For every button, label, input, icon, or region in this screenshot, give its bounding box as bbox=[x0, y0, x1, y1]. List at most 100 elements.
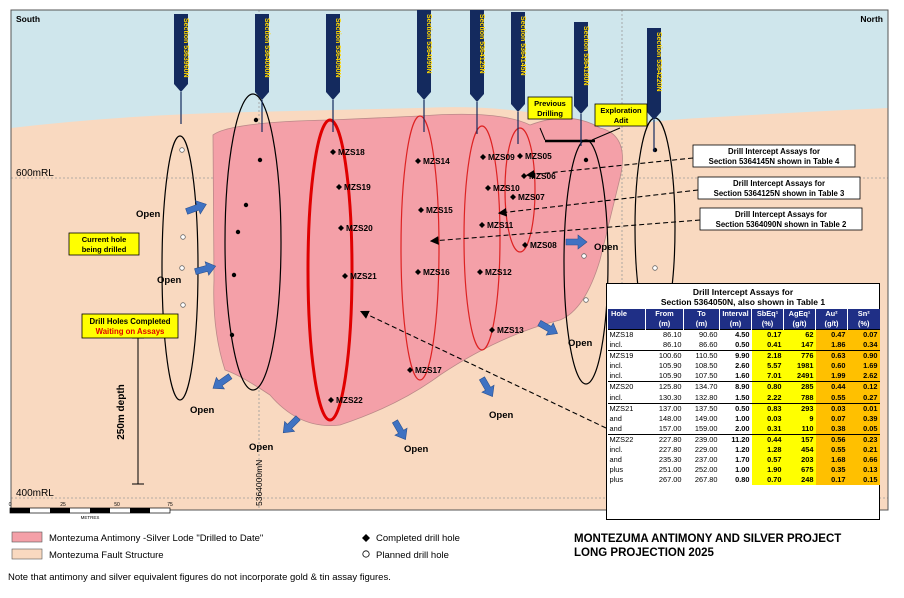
assay-cell: 148.00 bbox=[658, 413, 682, 423]
drill-hole-mzs08: MZS08 bbox=[522, 240, 557, 250]
assay-cell: 5.57 bbox=[751, 361, 784, 372]
assay-cell: 0.31 bbox=[751, 423, 784, 435]
assay-cell: MZS19 bbox=[607, 350, 646, 362]
assay-cell: 227.80 bbox=[658, 445, 682, 455]
assay-cell: incl. bbox=[609, 361, 623, 371]
assay-cell: 86.10 bbox=[645, 329, 684, 341]
assay-cell: 2.22 bbox=[751, 392, 784, 404]
svg-text:MZS20: MZS20 bbox=[346, 223, 373, 233]
assay-cell: 159.00 bbox=[694, 423, 718, 433]
assay-cell: 0.56 bbox=[815, 433, 848, 446]
legend-fault: Montezuma Fault Structure bbox=[49, 550, 164, 561]
assay-cell: 0.17 bbox=[751, 329, 784, 341]
svg-text:MZS06: MZS06 bbox=[529, 171, 556, 181]
assay-header-cell: Interval bbox=[719, 309, 752, 319]
assay-cell: 110 bbox=[783, 423, 816, 435]
svg-text:MZS08: MZS08 bbox=[530, 240, 557, 250]
assay-header-cell: Sn² bbox=[847, 309, 880, 319]
assay-cell: incl. bbox=[609, 445, 623, 455]
planned-hole-icon bbox=[362, 550, 370, 558]
assay-cell: 1.70 bbox=[735, 455, 750, 465]
svg-text:MZS21: MZS21 bbox=[350, 271, 377, 281]
assay-cell: 235.30 bbox=[658, 455, 682, 465]
drill-hole-mzs13: MZS13 bbox=[489, 325, 524, 335]
assay-cell: 0.80 bbox=[751, 381, 784, 393]
assay-cell: 0.57 bbox=[751, 455, 784, 466]
assay-header-cell: To bbox=[683, 309, 720, 319]
assay-cell: 0.70 bbox=[751, 475, 784, 486]
section-label: Section 5364000N bbox=[263, 18, 270, 78]
label-north: North bbox=[860, 14, 883, 24]
callout-adit-l2: Adit bbox=[614, 116, 629, 125]
assay-cell: MZS18 bbox=[607, 329, 646, 341]
assay-cell: 137.50 bbox=[683, 402, 720, 414]
callout-current-l2: being drilled bbox=[82, 245, 127, 254]
svg-text:MZS10: MZS10 bbox=[493, 183, 520, 193]
level-600: 600mRL bbox=[16, 168, 54, 179]
assay-cell: 1.28 bbox=[751, 445, 784, 456]
assay-cell: 0.55 bbox=[815, 392, 848, 404]
open-arrow-6: Open bbox=[478, 376, 513, 421]
svg-text:MZS12: MZS12 bbox=[485, 267, 512, 277]
svg-text:MZS22: MZS22 bbox=[336, 395, 363, 405]
svg-text:Open: Open bbox=[136, 209, 160, 220]
assay-cell: 0.47 bbox=[815, 329, 848, 341]
assay-cell: 252.00 bbox=[694, 465, 718, 475]
callout-completed-text: Drill Holes Completed bbox=[89, 317, 170, 326]
assay-cell: 0.01 bbox=[847, 402, 880, 414]
callout-previous-l2: Drilling bbox=[537, 109, 563, 118]
drill-hole-mzs19: MZS19 bbox=[336, 182, 371, 192]
assay-cell: 0.03 bbox=[815, 402, 848, 414]
assay-header-cell: SbEq¹ bbox=[751, 309, 784, 319]
assay-header-cell: AgEq¹ bbox=[783, 309, 816, 319]
svg-text:Open: Open bbox=[594, 242, 618, 253]
callout-previous-l1: Previous bbox=[534, 99, 566, 108]
drill-hole-mzs17: MZS17 bbox=[407, 365, 442, 375]
assay-cell: 130.30 bbox=[658, 392, 682, 402]
scale-tick-50: 50 bbox=[114, 502, 120, 508]
assay-cell: 137.00 bbox=[645, 402, 684, 414]
assay-cell: incl. bbox=[609, 371, 623, 381]
svg-text:MZS09: MZS09 bbox=[488, 152, 515, 162]
assay-cell: 285 bbox=[783, 381, 816, 393]
assay-cell: 2.00 bbox=[735, 423, 750, 433]
callout-previous-drilling: Previous Drilling bbox=[527, 96, 573, 120]
assay-cell: 0.50 bbox=[735, 340, 750, 350]
svg-text:MZS17: MZS17 bbox=[415, 365, 442, 375]
section-label: Section 5364090N bbox=[425, 14, 432, 74]
drill-hole-mzs12: MZS12 bbox=[477, 267, 512, 277]
assay-cell: 9 bbox=[783, 413, 816, 424]
assay-cell: 8.90 bbox=[719, 381, 752, 393]
assay-cell: 1.20 bbox=[735, 445, 750, 455]
assay-cell: 110.50 bbox=[683, 350, 720, 362]
assay-cell: 2491 bbox=[783, 371, 816, 382]
assay-unit-cell bbox=[607, 319, 646, 330]
drill-hole-mzs05: MZS05 bbox=[517, 151, 552, 161]
assay-cell: plus bbox=[609, 475, 624, 485]
assay-cell: 0.90 bbox=[847, 350, 880, 362]
callout-waiting-text: Waiting on Assays bbox=[96, 327, 165, 336]
assay-cell: 237.00 bbox=[694, 455, 718, 465]
legend-planned: Planned drill hole bbox=[376, 550, 449, 561]
assay-cell: MZS21 bbox=[607, 402, 646, 414]
assay-cell: 239.00 bbox=[683, 433, 720, 446]
section-pin-6: Section 5364145N bbox=[511, 12, 526, 144]
assay-cell: 0.63 bbox=[815, 350, 848, 362]
svg-text:MZS11: MZS11 bbox=[487, 220, 514, 230]
open-arrow-4: Open bbox=[249, 415, 301, 453]
drill-hole-mzs11: MZS11 bbox=[479, 220, 514, 230]
section-pin-7: Section 5364180N bbox=[574, 22, 589, 146]
assay-unit-cell: (%) bbox=[751, 319, 784, 330]
callout-current-hole: Current hole being drilled bbox=[68, 232, 140, 256]
assay-unit-cell: (g/t) bbox=[815, 319, 848, 330]
section-label: Section 5364180N bbox=[582, 26, 589, 86]
scale-tick-0: 0 bbox=[9, 502, 12, 508]
section-pin-5: Section 5364125N bbox=[470, 10, 485, 134]
